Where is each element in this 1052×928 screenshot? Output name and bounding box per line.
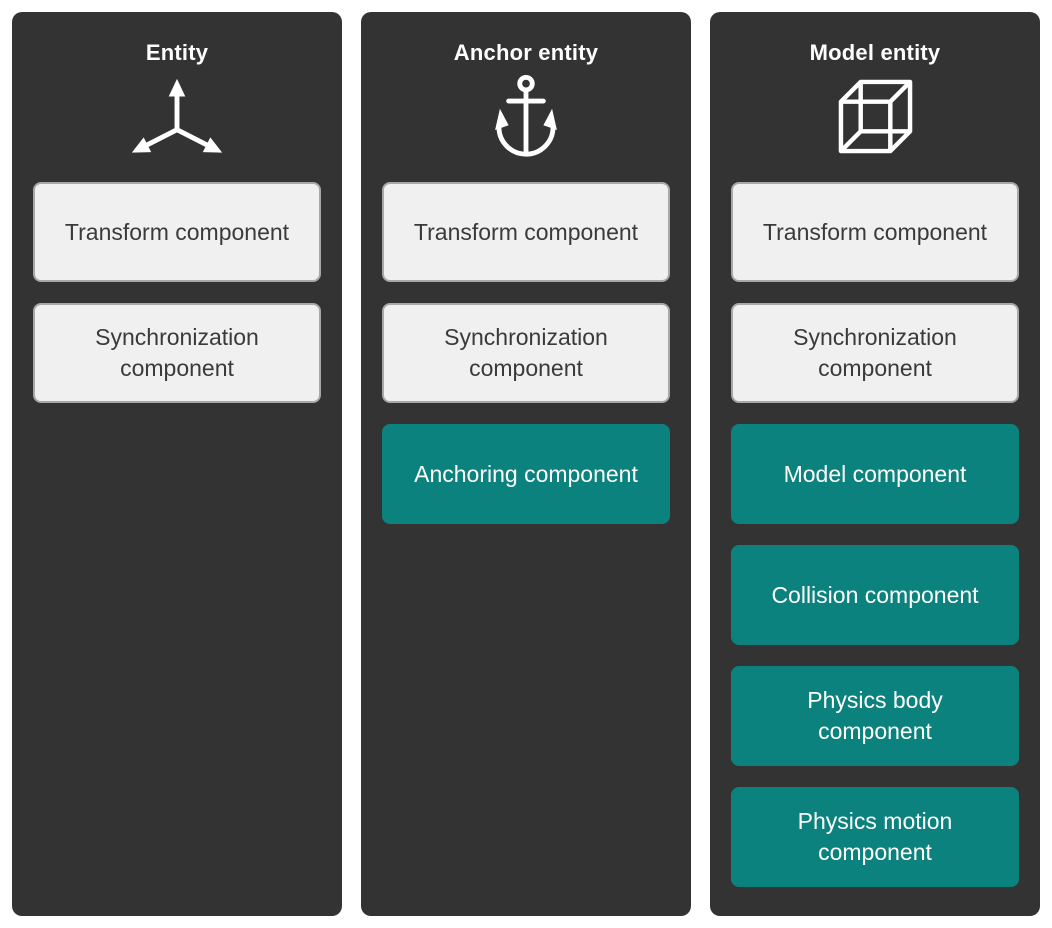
anchoring-component-box: Anchoring component [382,424,670,524]
synchronization-component-box: Synchronization component [731,303,1019,403]
anchor-icon [382,72,670,160]
entity-panel: Entity Tra [12,12,342,916]
physics-body-component-box: Physics body component [731,666,1019,766]
collision-component-box: Collision component [731,545,1019,645]
model-component-box: Model component [731,424,1019,524]
synchronization-component-box: Synchronization component [382,303,670,403]
transform-component-box: Transform component [382,182,670,282]
cube-icon [731,72,1019,160]
coordinate-axes-icon [33,72,321,160]
transform-component-box: Transform component [731,182,1019,282]
physics-motion-component-box: Physics motion component [731,787,1019,887]
panel-title: Anchor entity [453,40,599,65]
panel-title: Entity [145,40,209,65]
panel-title: Model entity [809,40,941,65]
synchronization-component-box: Synchronization component [33,303,321,403]
transform-component-box: Transform component [33,182,321,282]
